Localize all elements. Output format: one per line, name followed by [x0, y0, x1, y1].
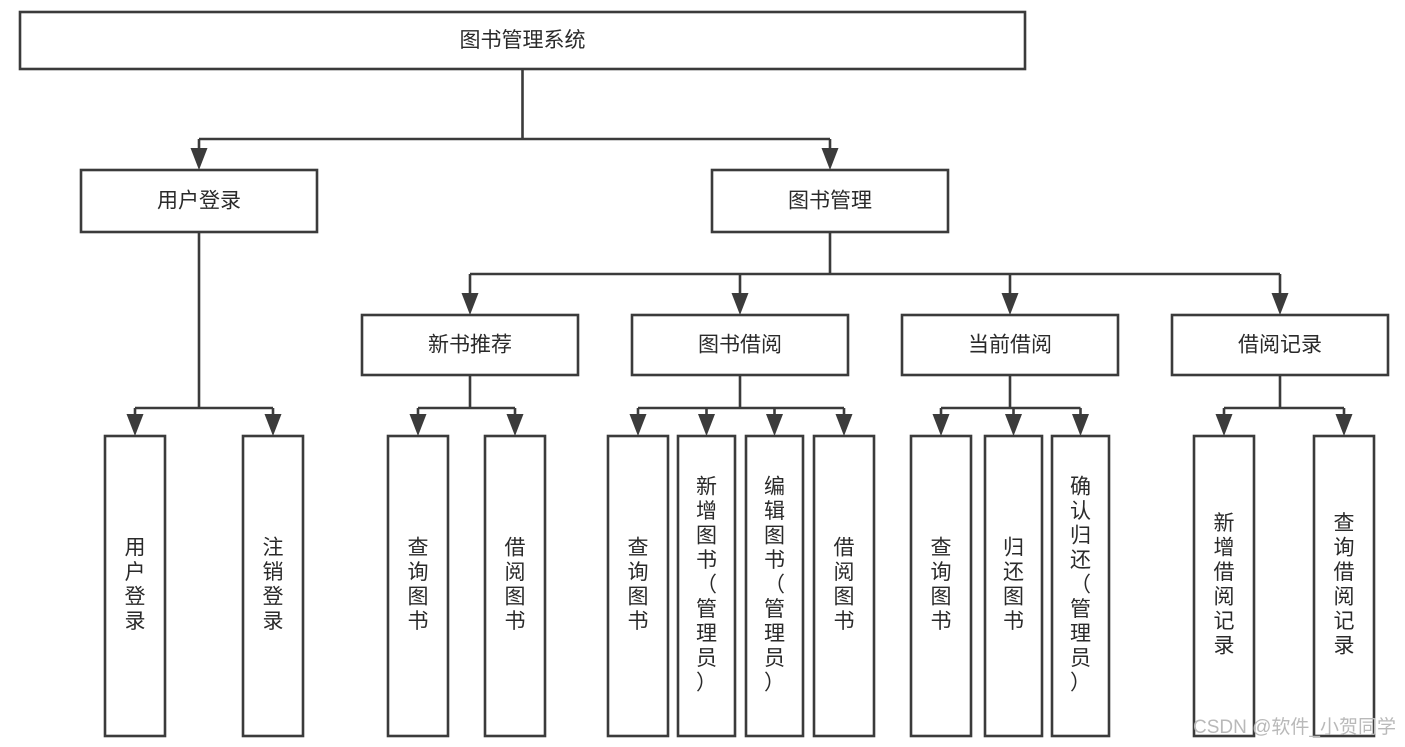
- node-box-leaf-confirm-return[interactable]: [1050, 434, 1111, 738]
- connector-group: [190, 69, 839, 170]
- node-label-leaf-add-record: 新增借阅记录: [1214, 512, 1235, 658]
- node-box-book-borrow[interactable]: [630, 313, 850, 377]
- node-box-root[interactable]: [18, 10, 1027, 71]
- node-box-book-manage[interactable]: [710, 168, 950, 234]
- node-leaf-borrow-book-2[interactable]: 借阅图书: [812, 434, 876, 738]
- node-label-leaf-query-book-2: 查询图书: [628, 537, 649, 634]
- node-label-leaf-query-book-1: 查询图书: [408, 537, 429, 634]
- connector-group: [461, 232, 1289, 315]
- node-box-borrow-record[interactable]: [1170, 313, 1390, 377]
- node-box-leaf-add-record[interactable]: [1192, 434, 1256, 738]
- node-label-leaf-borrow-book-2: 借阅图书: [834, 537, 855, 634]
- node-box-leaf-query-book-2[interactable]: [606, 434, 670, 738]
- node-label-book-manage: 图书管理: [788, 190, 872, 213]
- node-leaf-query-book-1[interactable]: 查询图书: [386, 434, 450, 738]
- node-label-leaf-logout: 注销登录: [263, 537, 284, 634]
- node-book-borrow[interactable]: 图书借阅: [630, 313, 850, 377]
- node-box-leaf-user-login[interactable]: [103, 434, 167, 738]
- node-box-leaf-borrow-book-2[interactable]: [812, 434, 876, 738]
- node-user-login[interactable]: 用户登录: [79, 168, 319, 234]
- node-box-new-book-rec[interactable]: [360, 313, 580, 377]
- node-book-manage[interactable]: 图书管理: [710, 168, 950, 234]
- node-label-leaf-borrow-book-1: 借阅图书: [505, 537, 526, 634]
- node-leaf-query-book-2[interactable]: 查询图书: [606, 434, 670, 738]
- connector-group: [629, 375, 853, 436]
- node-label-root: 图书管理系统: [460, 29, 586, 52]
- node-label-new-book-rec: 新书推荐: [428, 334, 512, 357]
- node-label-leaf-confirm-return: 确认归还（管理员）: [1070, 475, 1091, 694]
- connector-group: [126, 232, 282, 436]
- node-box-leaf-return-book[interactable]: [983, 434, 1044, 738]
- node-leaf-edit-book[interactable]: 编辑图书（管理员）: [744, 434, 805, 738]
- node-new-book-rec[interactable]: 新书推荐: [360, 313, 580, 377]
- node-label-book-borrow: 图书借阅: [698, 334, 782, 357]
- node-label-leaf-edit-book: 编辑图书（管理员）: [764, 475, 785, 694]
- node-box-leaf-query-record[interactable]: [1312, 434, 1376, 738]
- node-label-user-login: 用户登录: [157, 190, 241, 213]
- connector-layer: [126, 69, 1353, 436]
- connector-group: [932, 375, 1089, 436]
- connector-group: [409, 375, 524, 436]
- node-box-leaf-edit-book[interactable]: [744, 434, 805, 738]
- node-box-user-login[interactable]: [79, 168, 319, 234]
- node-borrow-record[interactable]: 借阅记录: [1170, 313, 1390, 377]
- node-label-leaf-query-book-3: 查询图书: [931, 537, 952, 634]
- node-current-borrow[interactable]: 当前借阅: [900, 313, 1120, 377]
- node-leaf-add-record[interactable]: 新增借阅记录: [1192, 434, 1256, 738]
- node-leaf-add-book[interactable]: 新增图书（管理员）: [676, 434, 737, 738]
- node-leaf-user-login[interactable]: 用户登录: [103, 434, 167, 738]
- node-box-leaf-query-book-3[interactable]: [909, 434, 973, 738]
- node-leaf-return-book[interactable]: 归还图书: [983, 434, 1044, 738]
- csdn-watermark: CSDN @软件_小贺同学: [1193, 716, 1396, 738]
- node-leaf-confirm-return[interactable]: 确认归还（管理员）: [1050, 434, 1111, 738]
- node-box-leaf-add-book[interactable]: [676, 434, 737, 738]
- node-leaf-query-book-3[interactable]: 查询图书: [909, 434, 973, 738]
- node-box-current-borrow[interactable]: [900, 313, 1120, 377]
- node-box-leaf-borrow-book-1[interactable]: [483, 434, 547, 738]
- node-leaf-query-record[interactable]: 查询借阅记录: [1312, 434, 1376, 738]
- node-box-leaf-query-book-1[interactable]: [386, 434, 450, 738]
- node-label-leaf-query-record: 查询借阅记录: [1334, 512, 1355, 658]
- node-leaf-borrow-book-1[interactable]: 借阅图书: [483, 434, 547, 738]
- node-root[interactable]: 图书管理系统: [18, 10, 1027, 71]
- node-label-borrow-record: 借阅记录: [1238, 334, 1322, 357]
- node-leaf-logout[interactable]: 注销登录: [241, 434, 305, 738]
- node-label-leaf-add-book: 新增图书（管理员）: [696, 475, 717, 694]
- node-label-leaf-user-login: 用户登录: [125, 537, 146, 634]
- node-layer: 图书管理系统用户登录图书管理新书推荐图书借阅当前借阅借阅记录用户登录注销登录查询…: [18, 10, 1390, 738]
- connector-group: [1215, 375, 1353, 436]
- node-label-leaf-return-book: 归还图书: [1003, 537, 1024, 634]
- node-box-leaf-logout[interactable]: [241, 434, 305, 738]
- node-label-current-borrow: 当前借阅: [968, 334, 1052, 357]
